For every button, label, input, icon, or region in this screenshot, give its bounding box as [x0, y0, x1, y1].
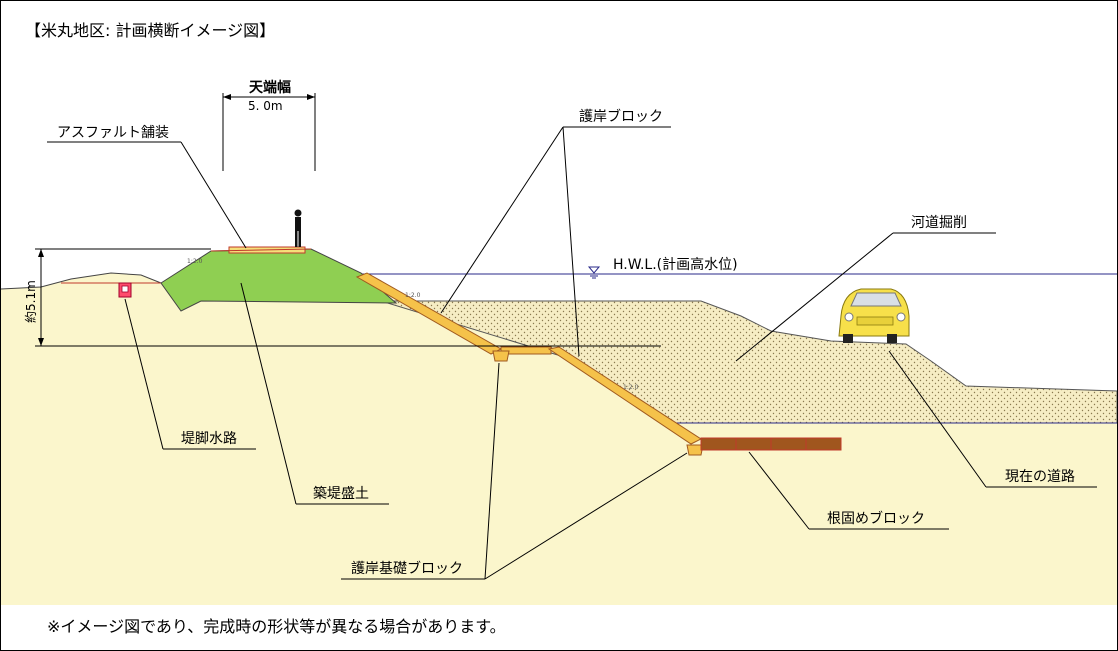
- base-block-lower: [686, 444, 704, 456]
- existing-ground-line: [1, 272, 162, 290]
- hwl-label: H.W.L.(計画高水位): [613, 256, 738, 273]
- disclaimer-note: ※イメージ図であり、完成時の形状等が異なる場合があります。: [47, 617, 506, 636]
- ground-soil: [1, 249, 1117, 605]
- root-block-label: 根固めブロック: [827, 510, 925, 527]
- crest-width-title: 天端幅: [249, 79, 291, 96]
- revetment-block-label: 護岸ブロック: [579, 108, 663, 125]
- slope-label-a: 1:2.0: [187, 258, 203, 265]
- car-figure: [838, 288, 910, 343]
- base-block-label: 護岸基礎ブロック: [351, 560, 463, 577]
- person-figure: [294, 209, 302, 247]
- base-block-upper: [492, 350, 510, 362]
- crest-edge: [210, 248, 312, 252]
- slope-label-b: 1:2.0: [405, 292, 421, 299]
- river-excavation-label: 河道掘削: [911, 215, 967, 231]
- height-label: 約5.1m: [23, 280, 38, 323]
- figure-title: 【米丸地区: 計画横断イメージ図】: [25, 21, 276, 40]
- current-road-label: 現在の道路: [1005, 469, 1075, 485]
- water-level-symbol: [587, 266, 601, 279]
- toe-channel-label: 堤脚水路: [181, 431, 237, 447]
- crest-width-value: 5. 0m: [248, 99, 283, 113]
- asphalt-label: アスファルト舗装: [57, 125, 169, 141]
- embankment-label: 築堤盛土: [313, 486, 369, 502]
- slope-label-c: 1:2.0: [623, 384, 639, 391]
